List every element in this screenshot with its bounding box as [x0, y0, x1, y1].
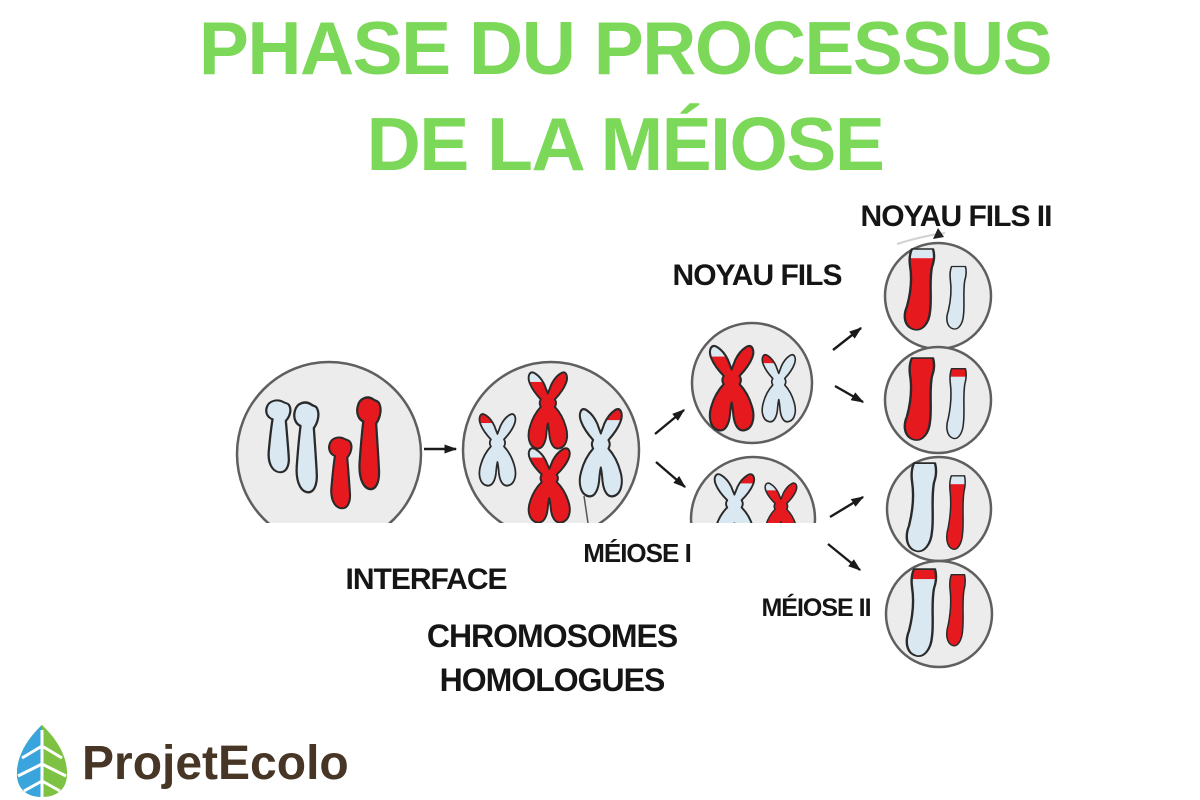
chromosome-blue-x-red-tip: [761, 353, 797, 423]
label-chromosomes-line: CHROMOSOMES: [426, 618, 678, 654]
leaf-logo-icon: [16, 725, 68, 797]
flow-arrows: [424, 228, 946, 571]
chromosome-red-single: [355, 396, 382, 491]
label-meiose-i: MÉIOSE I: [583, 538, 692, 568]
brand-logo: ProjetEcolo: [12, 724, 349, 798]
arrow-to-fils-ii-4: [827, 543, 861, 571]
chromatid-red: [903, 356, 936, 442]
title-line-2: DE LA MÉIOSE: [366, 102, 885, 186]
chromosome-red-x-blue-tip: [708, 344, 755, 432]
arrow-to-meiose-i-bottom: [655, 461, 686, 488]
chromatid-red-blue-tip: [946, 475, 966, 551]
chromatid-blue-red-tip: [946, 367, 967, 440]
page-title: PHASE DU PROCESSUS DE LA MÉIOSE: [25, 0, 1200, 192]
arrow-to-fils-ii-3: [829, 495, 865, 519]
cell-noyau-fils-ii-3: [885, 455, 993, 563]
chromatid-blue: [946, 265, 967, 330]
arrow-to-fils-ii-1: [832, 327, 863, 351]
chromatid-red: [946, 573, 966, 647]
chromosome-red-x-blue-tip: [764, 482, 798, 542]
chromatid-blue: [905, 461, 938, 553]
chromosome-red-x-blue-tip: [527, 371, 569, 450]
chromatid-red-blue-tip: [903, 247, 936, 332]
chromosome-blue-single: [293, 401, 320, 494]
cell-noyau-fils: [690, 321, 814, 445]
chromosome-red-x-blue-tip: [527, 447, 571, 524]
title-line-1: PHASE DU PROCESSUS: [198, 6, 1053, 90]
label-chromosomes-homologues: CHROMOSOMES HOMOLOGUES: [426, 614, 678, 702]
label-meiose-ii: MÉIOSE II: [761, 594, 871, 622]
cell-noyau-fils-ii-2: [883, 345, 993, 455]
arrow-to-fils-ii-2: [834, 384, 865, 404]
cell-noyau-fils-ii-1: [883, 241, 993, 351]
chromosome-red-single: [328, 436, 353, 510]
label-noyau-fils: NOYAU FILS: [672, 259, 843, 292]
chromosome-blue-x-red-tip: [478, 413, 517, 487]
label-noyau-fils-ii: NOYAU FILS II: [860, 200, 1053, 233]
cell-interface: [235, 360, 423, 548]
chromosome-blue-x-red-tip: [713, 473, 756, 549]
chromatid-blue-red-tip: [905, 567, 938, 658]
arrow-to-noyau-fils: [654, 409, 685, 435]
label-interface: INTERFACE: [345, 563, 507, 596]
cell-noyau-fils-ii-4: [884, 559, 994, 669]
brand-name: ProjetEcolo: [82, 737, 349, 790]
white-crop-band: [0, 523, 870, 587]
chromosome-blue-single: [265, 399, 292, 474]
chromosome-blue-x-red-tip: [578, 407, 623, 498]
faded-arrowhead: [933, 228, 944, 239]
cell-chromosomes-homologues: [461, 360, 641, 540]
label-homologues-line: HOMOLOGUES: [439, 662, 666, 698]
